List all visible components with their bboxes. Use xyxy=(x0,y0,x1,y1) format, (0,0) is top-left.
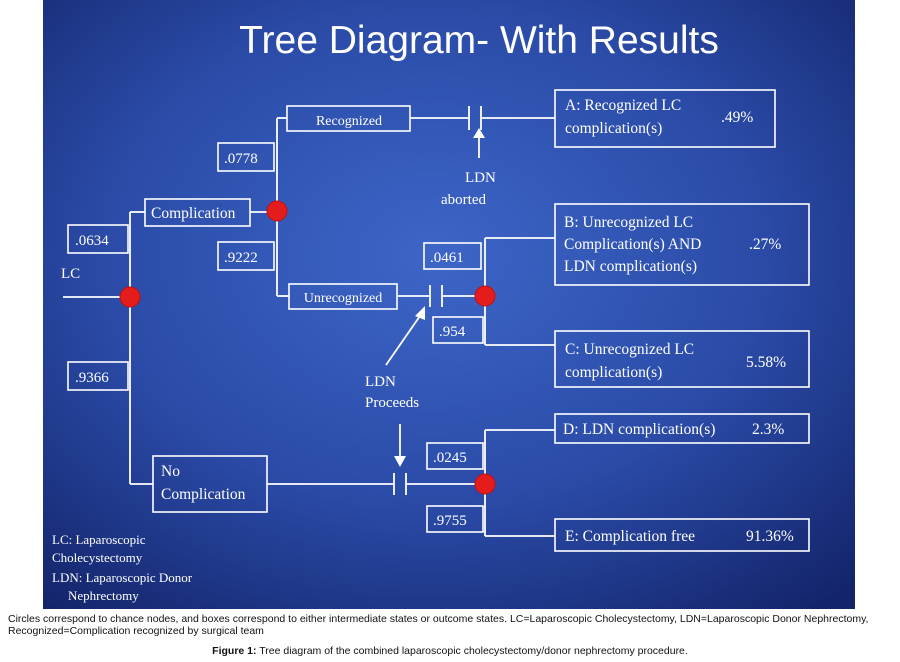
tree-diagram-svg: Tree Diagram- With Results xyxy=(43,0,855,609)
ldn-proceeds-arrow-upper xyxy=(385,312,423,366)
prob-unrec-ldn-complication-box xyxy=(423,242,482,270)
slide-background xyxy=(43,0,855,609)
prob-no-complication: .9366 xyxy=(75,370,109,386)
outcome-a-line1: A: Recognized LC xyxy=(565,97,681,114)
outcome-c-line1: C: Unrecognized LC xyxy=(565,341,694,358)
outcome-b-line1: B: Unrecognized LC xyxy=(564,214,693,231)
unrecognized-label: Unrecognized xyxy=(304,291,383,306)
prob-unrec-ldn-complication: .0461 xyxy=(430,250,464,266)
legend-lc-line2: Cholecystectomy xyxy=(52,550,143,565)
chance-node-unrecognized xyxy=(474,285,496,307)
outcome-a-value: .49% xyxy=(721,109,753,126)
prob-unrecognized-box xyxy=(217,241,275,271)
prob-unrec-ldn-free: .954 xyxy=(439,324,466,340)
outcome-c-box xyxy=(554,330,810,388)
outcome-d-box xyxy=(554,413,810,444)
figure-title: Tree diagram of the combined laparoscopi… xyxy=(259,645,688,657)
prob-no-complication-box xyxy=(67,361,129,391)
arrows xyxy=(385,128,485,467)
unrecognized-box xyxy=(288,283,398,310)
outcome-d-label: D: LDN complication(s) xyxy=(563,421,715,438)
outcome-b-line2: Complication(s) AND xyxy=(564,236,701,253)
prob-nocomp-ldn-free-box xyxy=(426,505,484,533)
legend-lc-line1: LC: Laparoscopic xyxy=(52,532,146,547)
prob-complication: .0634 xyxy=(75,233,109,249)
ldn-aborted-label-line1: LDN xyxy=(465,170,496,186)
outcome-d-value: 2.3% xyxy=(752,421,784,438)
recognized-box xyxy=(286,105,411,132)
prob-nocomp-ldn-complication: .0245 xyxy=(433,450,467,466)
chance-node-complication xyxy=(266,200,288,222)
root-label: LC xyxy=(61,266,80,282)
outcome-c-line2: complication(s) xyxy=(565,364,662,381)
ldn-aborted-label-line2: aborted xyxy=(441,192,486,208)
no-complication-box xyxy=(152,455,268,513)
outcome-b-value: .27% xyxy=(749,236,781,253)
tree-diagram-slide: Tree Diagram- With Results xyxy=(43,0,855,609)
diagram-title: Tree Diagram- With Results xyxy=(239,19,719,62)
no-complication-label-line2: Complication xyxy=(161,486,246,503)
figure-title-line: Figure 1: Tree diagram of the combined l… xyxy=(0,645,900,657)
ldn-proceeds-label-line2: Proceeds xyxy=(365,395,419,411)
outcome-e-box xyxy=(554,518,810,552)
complication-label: Complication xyxy=(151,205,236,222)
outcome-a-box xyxy=(554,89,776,148)
prob-unrecognized: .9222 xyxy=(224,250,258,266)
figure-label: Figure 1: xyxy=(212,645,257,657)
prob-unrec-ldn-free-box xyxy=(432,316,484,344)
outcome-a-line2: complication(s) xyxy=(565,120,662,137)
state-boxes xyxy=(67,89,810,552)
ldn-proceeds-label-line1: LDN xyxy=(365,374,396,390)
prob-nocomp-ldn-complication-box xyxy=(426,442,484,470)
chance-node-root xyxy=(119,286,141,308)
legend-ldn-line2: Nephrectomy xyxy=(68,588,139,603)
prob-recognized: .0778 xyxy=(224,151,258,167)
tree-branch-lines xyxy=(63,106,555,537)
outcome-b-box xyxy=(554,203,810,286)
outcome-e-value: 91.36% xyxy=(746,528,794,545)
recognized-label: Recognized xyxy=(316,114,382,129)
complication-box xyxy=(144,198,251,227)
prob-recognized-box xyxy=(217,142,275,172)
outcome-c-value: 5.58% xyxy=(746,354,786,371)
figure-caption: Circles correspond to chance nodes, and … xyxy=(8,613,869,637)
legend-ldn-line1: LDN: Laparoscopic Donor xyxy=(52,570,193,585)
prob-nocomp-ldn-free: .9755 xyxy=(433,513,467,529)
no-complication-label-line1: No xyxy=(161,463,180,480)
prob-complication-box xyxy=(67,224,129,254)
outcome-e-label: E: Complication free xyxy=(565,528,695,545)
chance-node-no-complication xyxy=(474,473,496,495)
outcome-b-line3: LDN complication(s) xyxy=(564,258,697,275)
